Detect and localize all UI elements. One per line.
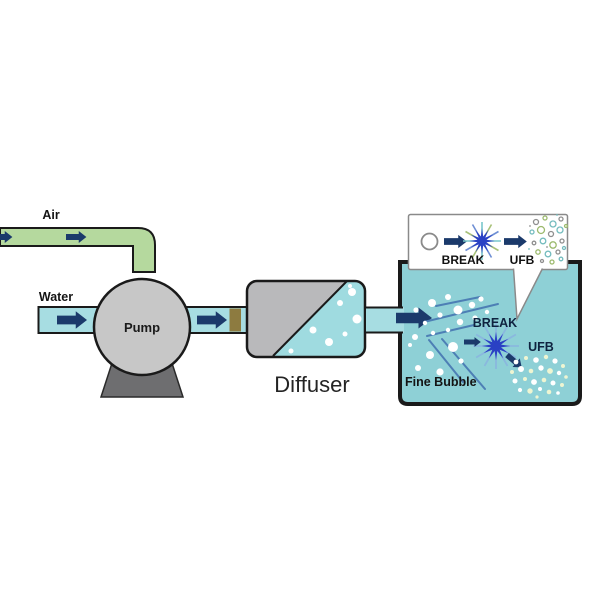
fine-bubble-label: Fine Bubble xyxy=(405,375,477,389)
legend-source-bubble xyxy=(420,232,439,251)
fine-bubbles xyxy=(408,294,490,376)
diffuser-bubbles xyxy=(288,284,362,354)
diffuser-diagonal xyxy=(272,281,348,357)
ufb-bubble-cluster xyxy=(510,354,568,399)
tank-break-label: BREAK xyxy=(473,316,517,330)
water-label: Water xyxy=(39,290,73,304)
air-pipe xyxy=(0,227,156,273)
diffuser-label: Diffuser xyxy=(274,372,349,397)
diffuser-bubble-zone xyxy=(273,281,365,357)
air-label: Air xyxy=(42,208,60,222)
pump-label: Pump xyxy=(124,320,160,335)
pump: Pump xyxy=(92,277,192,398)
legend-ufb-cluster xyxy=(528,214,569,265)
fine-bubble-tank xyxy=(398,260,582,406)
pump-outlet-pipe xyxy=(184,306,249,334)
connector-seal xyxy=(229,308,241,332)
legend-callout: BREAK UFB xyxy=(407,213,569,322)
diffuser xyxy=(245,279,367,359)
legend-box xyxy=(407,213,569,271)
callout-tail xyxy=(512,268,544,322)
legend-ufb-label: UFB xyxy=(510,253,535,267)
tank-ufb-label: UFB xyxy=(528,340,554,354)
pump-body xyxy=(92,277,192,377)
legend-break-label: BREAK xyxy=(442,253,485,267)
tank-contents: BREAK UFB Fine Bubble xyxy=(396,294,568,399)
water-pipe xyxy=(37,306,102,334)
